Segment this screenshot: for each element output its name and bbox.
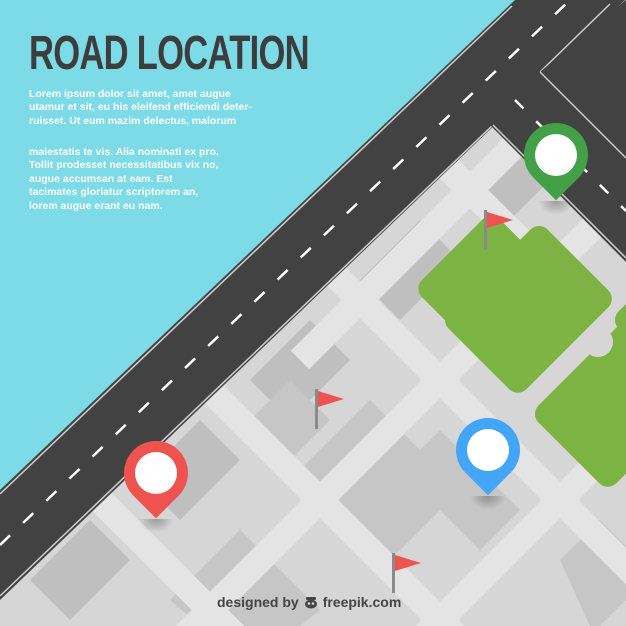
freepik-logo-icon — [304, 597, 317, 609]
credit-brand-link[interactable]: freepik.com — [322, 594, 402, 610]
flag-icon — [487, 212, 513, 228]
body-paragraph-2: maiestatis te vis. Alia nominati ex pro.… — [29, 146, 219, 212]
flag-icon — [395, 555, 421, 571]
flag-bottom — [392, 553, 422, 597]
red-location-pin[interactable] — [110, 427, 202, 533]
blue-location-pin[interactable] — [442, 404, 534, 510]
flag-pole — [392, 553, 395, 593]
page-title: ROAD LOCATION — [29, 27, 310, 80]
credit-prefix: designed by — [217, 594, 299, 610]
body-paragraph-1: Lorem ipsum dolor sit amet, amet augue u… — [29, 88, 252, 127]
green-location-pin[interactable] — [510, 109, 602, 215]
credit-line: designed by freepik.com — [217, 594, 401, 610]
flag-top — [484, 210, 514, 254]
flag-pole — [484, 210, 487, 250]
flag-middle — [315, 389, 345, 433]
flag-pole — [315, 389, 318, 429]
flag-icon — [318, 391, 344, 407]
